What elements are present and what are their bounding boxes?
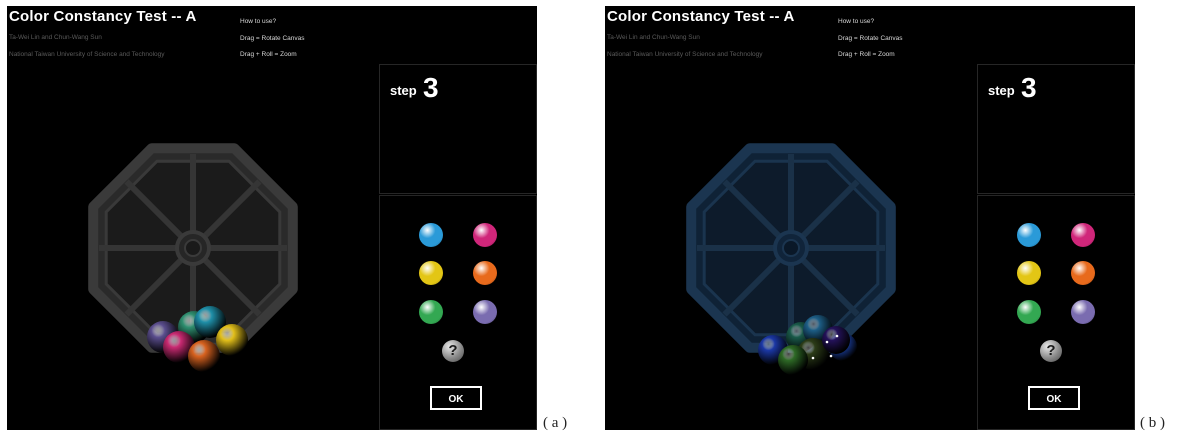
- scene-ball[interactable]: [194, 306, 226, 338]
- app-title: Color Constancy Test -- A: [9, 8, 197, 25]
- color-swatch-purple[interactable]: [473, 300, 497, 324]
- app-window-a: Color Constancy Test -- A Ta-Wei Lin and…: [7, 6, 537, 430]
- help-roll-text: Drag + Roll = Zoom: [838, 51, 895, 58]
- step-label: step: [988, 83, 1015, 98]
- help-roll-text: Drag + Roll = Zoom: [240, 51, 297, 58]
- color-swatch-blue[interactable]: [419, 223, 443, 247]
- octagon-tray: [88, 143, 298, 353]
- color-swatch-purple[interactable]: [1071, 300, 1095, 324]
- ok-button[interactable]: OK: [1028, 386, 1080, 410]
- app-header: Color Constancy Test -- A Ta-Wei Lin and…: [605, 6, 1135, 64]
- step-box: step 3: [977, 64, 1135, 194]
- selection-marker: [811, 356, 815, 360]
- selection-marker: [829, 354, 833, 358]
- color-swatch-magenta[interactable]: [473, 223, 497, 247]
- step-number: 3: [423, 72, 439, 103]
- 3d-canvas[interactable]: [7, 64, 379, 430]
- scene-balls: [147, 306, 248, 372]
- color-swatch-orange[interactable]: [473, 261, 497, 285]
- control-panel: step 3 ? OK: [977, 64, 1135, 430]
- selection-marker: [825, 340, 829, 344]
- color-swatch-yellow[interactable]: [419, 261, 443, 285]
- caption-b: ( b ): [1140, 415, 1165, 431]
- help-drag-text: Drag = Rotate Canvas: [240, 35, 305, 42]
- app-header: Color Constancy Test -- A Ta-Wei Lin and…: [7, 6, 537, 64]
- ok-button[interactable]: OK: [430, 386, 482, 410]
- help-drag-text: Drag = Rotate Canvas: [838, 35, 903, 42]
- how-to-use-heading: How to use?: [240, 18, 277, 25]
- color-swatch-green[interactable]: [419, 300, 443, 324]
- color-swatch-orange[interactable]: [1071, 261, 1095, 285]
- help-button[interactable]: ?: [1040, 340, 1062, 362]
- selection-marker: [835, 334, 839, 338]
- step-number: 3: [1021, 72, 1037, 103]
- scene-ball[interactable]: [778, 345, 808, 375]
- color-swatch-green[interactable]: [1017, 300, 1041, 324]
- help-button[interactable]: ?: [442, 340, 464, 362]
- scene-balls: [758, 315, 857, 375]
- scene-ball[interactable]: [188, 340, 220, 372]
- how-to-use-heading: How to use?: [838, 18, 875, 25]
- palette-box: ? OK: [977, 195, 1135, 430]
- octagon-tray: [686, 143, 896, 353]
- step-box: step 3: [379, 64, 537, 194]
- scene-ball[interactable]: [216, 324, 248, 356]
- scene-ball[interactable]: [822, 326, 850, 354]
- control-panel: step 3 ? OK: [379, 64, 537, 430]
- app-title: Color Constancy Test -- A: [607, 8, 795, 25]
- scene-svg[interactable]: [605, 64, 977, 430]
- color-swatch-yellow[interactable]: [1017, 261, 1041, 285]
- 3d-canvas[interactable]: [605, 64, 977, 430]
- color-swatch-blue[interactable]: [1017, 223, 1041, 247]
- app-window-b: Color Constancy Test -- A Ta-Wei Lin and…: [605, 6, 1135, 430]
- authors-text: Ta-Wei Lin and Chun-Wang Sun: [9, 34, 102, 41]
- caption-a: ( a ): [543, 415, 568, 431]
- affiliation-text: National Taiwan University of Science an…: [9, 51, 165, 58]
- scene-ball[interactable]: [163, 331, 195, 363]
- step-label: step: [390, 83, 417, 98]
- authors-text: Ta-Wei Lin and Chun-Wang Sun: [607, 34, 700, 41]
- color-swatch-magenta[interactable]: [1071, 223, 1095, 247]
- palette-box: ? OK: [379, 195, 537, 430]
- affiliation-text: National Taiwan University of Science an…: [607, 51, 763, 58]
- scene-svg[interactable]: [7, 64, 379, 430]
